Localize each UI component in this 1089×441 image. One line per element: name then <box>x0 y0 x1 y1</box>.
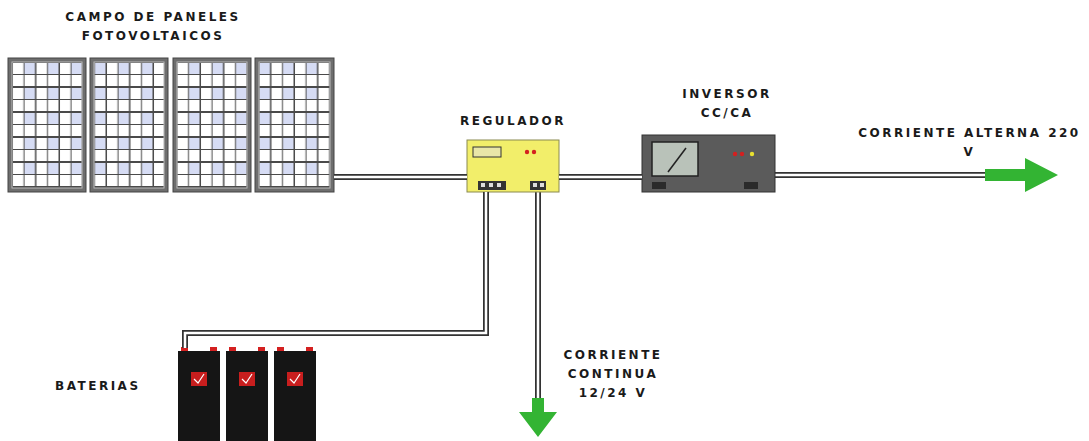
battery-terminal <box>306 347 313 351</box>
ac-wire <box>775 174 987 177</box>
dc-output-arrow <box>519 398 557 437</box>
device-outline <box>642 135 775 192</box>
device-outline <box>178 348 319 441</box>
meter-needle <box>668 148 686 172</box>
dc-wire <box>537 192 540 400</box>
dc-wire <box>535 192 541 400</box>
check-mark <box>242 374 252 383</box>
battery-badge <box>287 372 303 386</box>
battery-badge <box>239 372 255 386</box>
device-outline <box>467 140 559 192</box>
terminal <box>489 183 493 187</box>
batteries <box>178 347 316 441</box>
battery-terminal <box>210 347 217 351</box>
led <box>525 150 529 154</box>
device-outline <box>8 58 334 192</box>
battery <box>226 347 268 441</box>
ac-wire <box>775 172 987 178</box>
panel-cells <box>259 62 330 188</box>
double-wire <box>185 192 486 348</box>
led <box>750 152 754 156</box>
wire-outline <box>334 174 467 180</box>
regulator-case <box>467 140 559 192</box>
battery-badge <box>191 372 207 386</box>
output-wires <box>538 175 987 400</box>
terminal-block <box>652 182 666 189</box>
wire-core <box>185 192 486 348</box>
battery <box>274 347 316 441</box>
panel-field: CAMPO DE PANELES FOTOVOLTAICOS <box>8 8 334 192</box>
wire-core <box>559 176 642 179</box>
solar-panel <box>255 58 334 192</box>
led <box>733 152 737 156</box>
double-wire <box>334 177 467 178</box>
inverter-box: INVERSOR CC/CA <box>630 85 790 192</box>
inverter-case <box>642 135 775 192</box>
node-heading: INVERSOR CC/CA <box>667 85 787 123</box>
terminal-block <box>744 182 758 189</box>
solar-panel <box>90 58 168 192</box>
regulator-device <box>467 140 559 192</box>
battery-case <box>226 351 268 441</box>
node-heading: BATERIAS <box>55 377 141 396</box>
solar-panel <box>8 58 86 192</box>
check-mark <box>194 374 204 383</box>
panel-cells <box>12 62 82 188</box>
node-heading: CAMPO DE PANELES FOTOVOLTAICOS <box>28 8 278 46</box>
regulator-display <box>473 147 501 157</box>
terminal <box>540 183 544 187</box>
terminal-block <box>530 181 546 190</box>
ac-output-arrow <box>985 158 1058 192</box>
panel-cells <box>94 62 164 188</box>
inverter-meter <box>652 142 698 176</box>
panel-frame <box>90 58 168 192</box>
battery-terminal <box>258 347 265 351</box>
battery-case <box>178 351 220 441</box>
led <box>532 150 536 154</box>
ac-output-label: CORRIENTE ALTERNA 220 V <box>857 124 1082 162</box>
terminal <box>497 183 501 187</box>
wire-outline <box>185 192 486 348</box>
wire-core <box>334 176 467 179</box>
panel-frame <box>8 58 86 192</box>
battery <box>178 347 220 441</box>
battery-bank: BATERIAS <box>55 348 319 441</box>
battery-terminal <box>229 347 236 351</box>
check-mark <box>290 374 300 383</box>
panel-cells <box>177 62 247 188</box>
wire-outline <box>559 174 642 180</box>
panel-frame <box>255 58 334 192</box>
solar-panel <box>173 58 251 192</box>
terminal <box>533 183 537 187</box>
battery-terminal <box>277 347 284 351</box>
terminal <box>481 183 485 187</box>
terminal-block <box>478 181 506 190</box>
battery-case <box>274 351 316 441</box>
inverter-device <box>642 135 775 192</box>
panel-frame <box>173 58 251 192</box>
double-wire <box>559 177 642 178</box>
led <box>740 152 744 156</box>
dc-output-label: CORRIENTE CONTINUA 12/24 V <box>548 346 678 403</box>
node-heading: REGULADOR <box>440 112 586 131</box>
regulator-box: REGULADOR <box>440 112 586 192</box>
solar-panels <box>8 58 334 192</box>
